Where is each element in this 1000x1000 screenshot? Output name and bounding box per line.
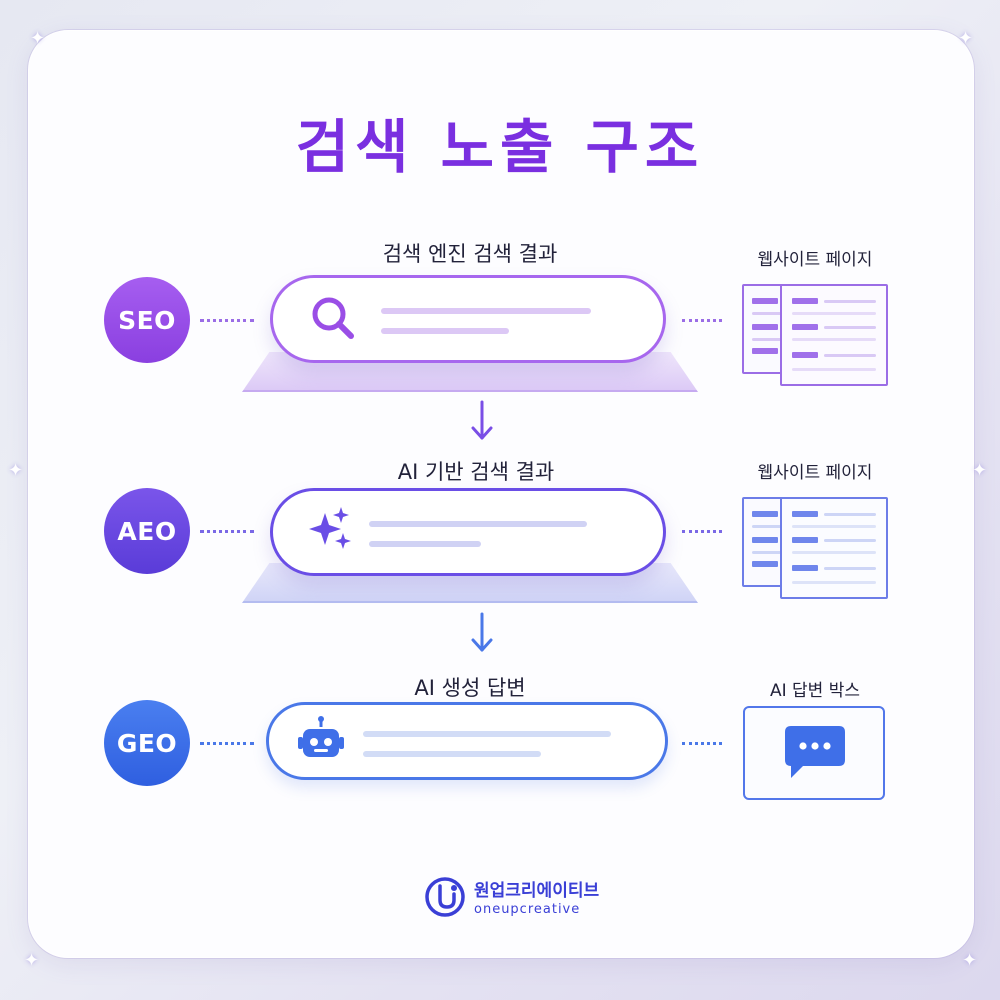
badge-geo: GEO bbox=[104, 700, 190, 786]
row-label-geo: AI 생성 답변 bbox=[414, 676, 526, 700]
result-line bbox=[363, 731, 611, 737]
result-line bbox=[369, 521, 587, 527]
connector-dots bbox=[200, 530, 254, 533]
result-line bbox=[381, 308, 591, 314]
sparkle-decoration: ✦ bbox=[958, 28, 974, 49]
oneupcreative-logo-icon bbox=[425, 877, 465, 917]
badge-aeo: AEO bbox=[104, 488, 190, 574]
sparkle-decoration: ✦ bbox=[24, 950, 40, 971]
connector-dots bbox=[682, 742, 722, 745]
badge-seo: SEO bbox=[104, 277, 190, 363]
webpage-icon bbox=[780, 497, 888, 599]
diagram-title: 검색 노출 구조 bbox=[295, 113, 705, 181]
webpage-icon bbox=[780, 284, 888, 386]
sparkle-icon bbox=[309, 507, 351, 549]
target-label-seo: 웹사이트 페이지 bbox=[757, 250, 873, 270]
search-icon bbox=[312, 297, 354, 339]
ai-answer-bar-geo bbox=[266, 702, 668, 780]
row-label-aeo: AI 기반 검색 결과 bbox=[397, 460, 555, 484]
result-line bbox=[381, 328, 509, 334]
connector-dots bbox=[200, 742, 254, 745]
target-label-aeo: 웹사이트 페이지 bbox=[757, 463, 873, 483]
connector-dots bbox=[682, 530, 722, 533]
sparkle-decoration: ✦ bbox=[972, 460, 988, 481]
badge-aeo-label: AEO bbox=[117, 516, 177, 546]
result-line bbox=[369, 541, 481, 547]
chat-bubble-icon bbox=[785, 726, 845, 778]
sparkle-decoration: ✦ bbox=[962, 950, 978, 971]
badge-seo-label: SEO bbox=[118, 305, 176, 335]
result-line bbox=[363, 751, 541, 757]
robot-icon bbox=[298, 716, 344, 757]
connector-dots bbox=[682, 319, 722, 322]
row-label-seo: 검색 엔진 검색 결과 bbox=[382, 242, 558, 266]
badge-geo-label: GEO bbox=[116, 728, 178, 758]
search-result-bar-seo bbox=[270, 275, 666, 363]
target-label-geo: AI 답변 박스 bbox=[769, 681, 860, 701]
ai-answer-box bbox=[743, 706, 885, 800]
sparkle-decoration: ✦ bbox=[8, 460, 24, 481]
search-result-bar-aeo bbox=[270, 488, 666, 576]
arrow-down-icon bbox=[471, 612, 493, 652]
sparkle-decoration: ✦ bbox=[30, 28, 46, 49]
logo-name-korean: 원업크리에이티브 bbox=[474, 881, 600, 901]
logo-name-english: oneupcreative bbox=[474, 902, 581, 917]
arrow-down-icon bbox=[471, 400, 493, 440]
connector-dots bbox=[200, 319, 254, 322]
